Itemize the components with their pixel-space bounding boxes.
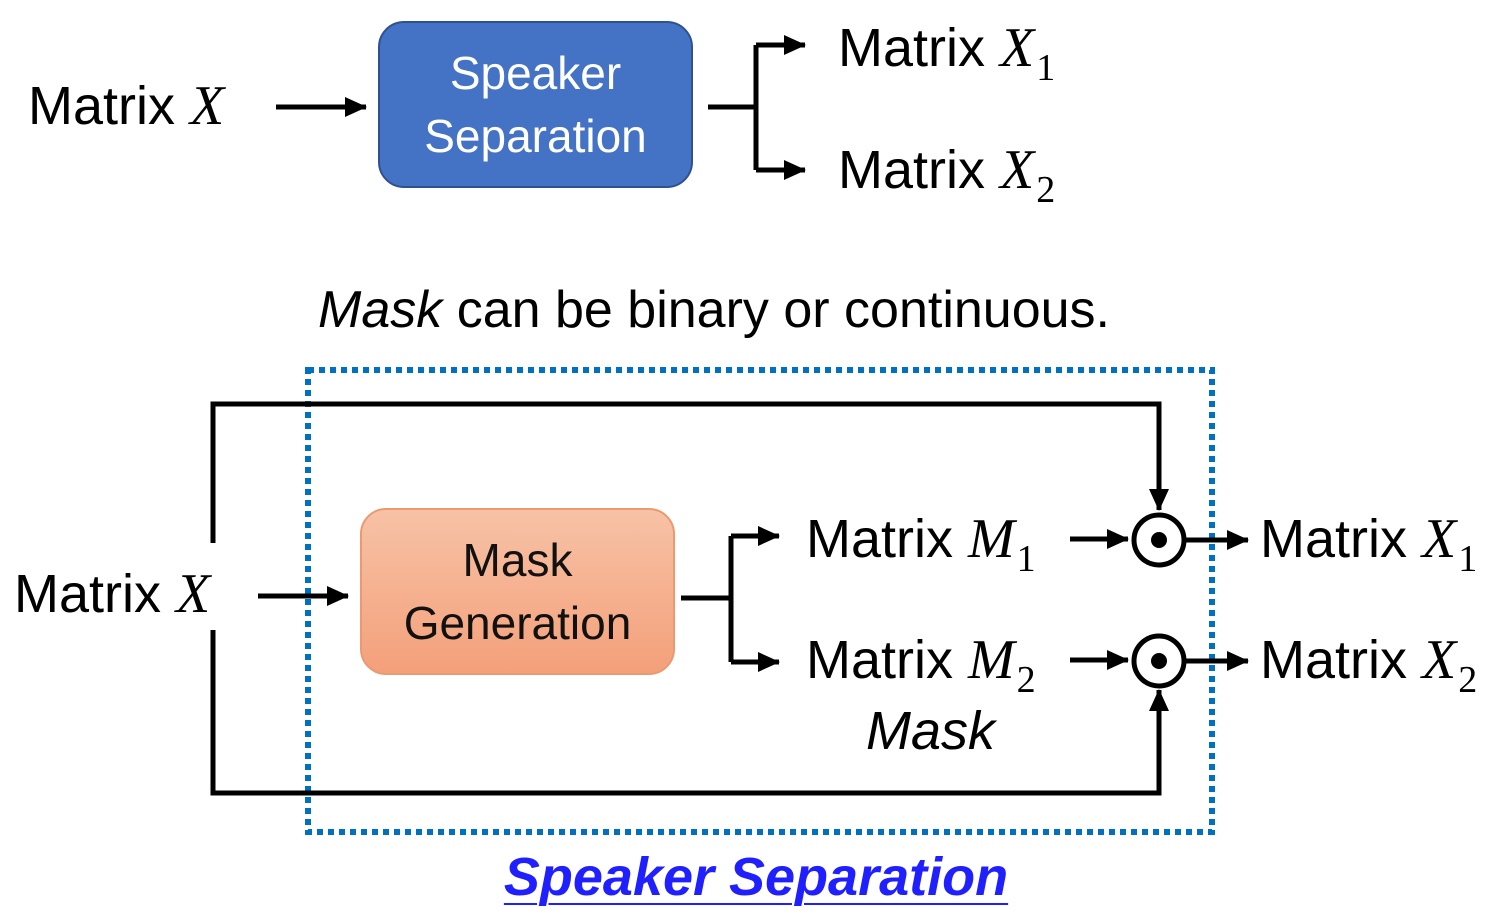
mask-note: Mask can be binary or continuous.	[318, 280, 1110, 340]
m1-var: M	[968, 508, 1015, 570]
bypass-top-line	[210, 401, 1169, 543]
hadamard-op-1-icon	[1131, 512, 1187, 568]
top-output-1-label: Matrix X1	[838, 17, 1055, 87]
bottom-out2-text: Matrix	[1260, 630, 1407, 690]
bottom-out2-var: X	[1422, 629, 1457, 691]
bottom-out2-sub: 2	[1458, 659, 1478, 701]
bottom-out1-var: X	[1422, 508, 1457, 570]
mask-note-rest: can be binary or continuous.	[442, 281, 1110, 339]
top-input-label: Matrix X	[28, 78, 224, 134]
mask-split-connector	[681, 526, 780, 672]
m1-sub: 1	[1016, 538, 1036, 580]
top-out1-text: Matrix	[838, 18, 985, 78]
mask-box-line1: Mask	[462, 534, 573, 587]
hadamard-op-2-icon	[1131, 633, 1187, 689]
mask-m1-label: Matrix M1	[806, 508, 1036, 578]
speaker-separation-caption: Speaker Separation	[0, 846, 1512, 908]
speaker-separation-box: Speaker Separation	[378, 21, 693, 188]
top-input-text: Matrix	[28, 76, 175, 136]
top-out1-var: X	[1000, 17, 1035, 79]
top-out2-sub: 2	[1036, 169, 1056, 211]
m2-sub: 2	[1016, 659, 1036, 701]
top-out1-sub: 1	[1036, 47, 1056, 89]
top-out2-var: X	[1000, 139, 1035, 201]
m2-var: M	[968, 629, 1015, 691]
mask-generation-box: Mask Generation	[360, 508, 675, 675]
mask-note-italic: Mask	[318, 281, 443, 339]
mask-m2-label: Matrix M2	[806, 629, 1036, 699]
bottom-output-1-label: Matrix X1	[1260, 508, 1477, 578]
m1-text: Matrix	[806, 509, 953, 569]
bottom-out1-sub: 1	[1458, 538, 1478, 580]
bottom-input-label: Matrix X	[10, 563, 215, 625]
top-input-var: X	[190, 75, 225, 137]
bypass-bottom-line	[210, 630, 1169, 796]
top-split-connector	[708, 35, 806, 180]
bottom-out1-text: Matrix	[1260, 509, 1407, 569]
speaker-separation-dotted-border	[305, 367, 1215, 835]
speaker-box-line1: Speaker	[449, 47, 622, 100]
speaker-separation-caption-text: Speaker Separation	[503, 847, 1009, 907]
mask-caption: Mask	[866, 701, 996, 761]
top-output-2-label: Matrix X2	[838, 139, 1055, 209]
speaker-box-line2: Separation	[424, 109, 647, 162]
mask-box-line2: Generation	[403, 596, 632, 649]
top-out2-text: Matrix	[838, 140, 985, 200]
bottom-output-2-label: Matrix X2	[1260, 629, 1477, 699]
m2-text: Matrix	[806, 630, 953, 690]
bottom-input-var: X	[176, 563, 211, 625]
bottom-input-text: Matrix	[14, 564, 161, 624]
